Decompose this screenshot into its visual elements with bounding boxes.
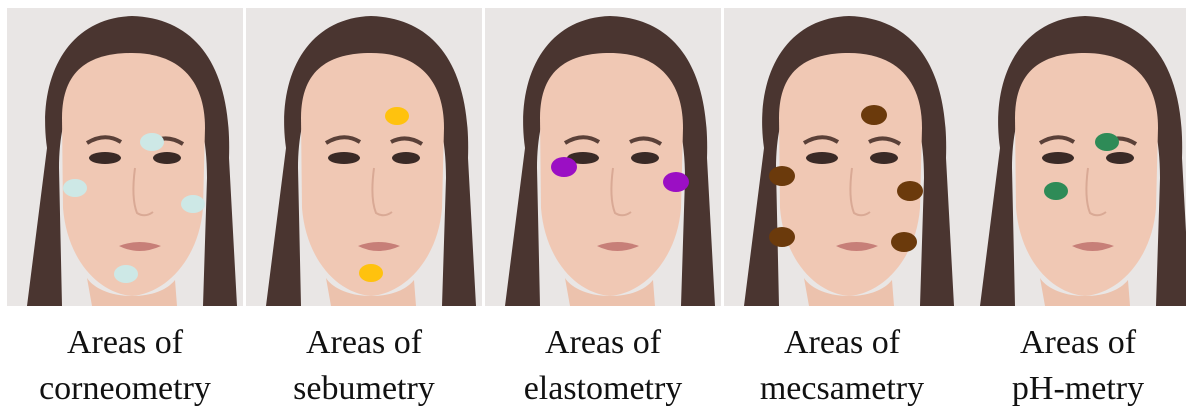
caption-line-2: pH-metry (960, 366, 1186, 412)
measurement-marker (769, 166, 795, 186)
panel-mecsametry: Areas of mecsametry (724, 8, 960, 408)
caption-line-1: Areas of (7, 320, 243, 366)
measurement-marker (181, 195, 205, 213)
measurement-marker (114, 265, 138, 283)
measurement-marker (897, 181, 923, 201)
caption-line-2: elastometry (485, 366, 721, 412)
measurement-marker (385, 107, 409, 125)
face-photo (485, 8, 721, 306)
face-photo (7, 8, 243, 306)
measurement-marker (1095, 133, 1119, 151)
measurement-marker (861, 105, 887, 125)
measurement-marker (1044, 182, 1068, 200)
caption-line-2: sebumetry (246, 366, 482, 412)
face-photo (960, 8, 1186, 306)
caption-line-1: Areas of (724, 320, 960, 366)
panel-sebumetry: Areas of sebumetry (246, 8, 482, 408)
measurement-marker (891, 232, 917, 252)
measurement-marker (551, 157, 577, 177)
measurement-marker (63, 179, 87, 197)
face-photo (724, 8, 960, 306)
panel-ph-metry: Areas of pH-metry (960, 8, 1186, 408)
panel-corneometry: Areas of corneometry (7, 8, 243, 408)
measurement-marker (359, 264, 383, 282)
caption-line-1: Areas of (485, 320, 721, 366)
panel-caption: Areas of corneometry (7, 320, 243, 412)
caption-line-1: Areas of (246, 320, 482, 366)
panel-elastometry: Areas of elastometry (485, 8, 721, 408)
panel-caption: Areas of mecsametry (724, 320, 960, 412)
measurement-marker (769, 227, 795, 247)
caption-line-2: mecsametry (724, 366, 960, 412)
face-photo (246, 8, 482, 306)
panel-caption: Areas of pH-metry (960, 320, 1186, 412)
measurement-marker (663, 172, 689, 192)
panel-caption: Areas of sebumetry (246, 320, 482, 412)
caption-line-1: Areas of (960, 320, 1186, 366)
measurement-marker (140, 133, 164, 151)
caption-line-2: corneometry (7, 366, 243, 412)
panel-caption: Areas of elastometry (485, 320, 721, 412)
